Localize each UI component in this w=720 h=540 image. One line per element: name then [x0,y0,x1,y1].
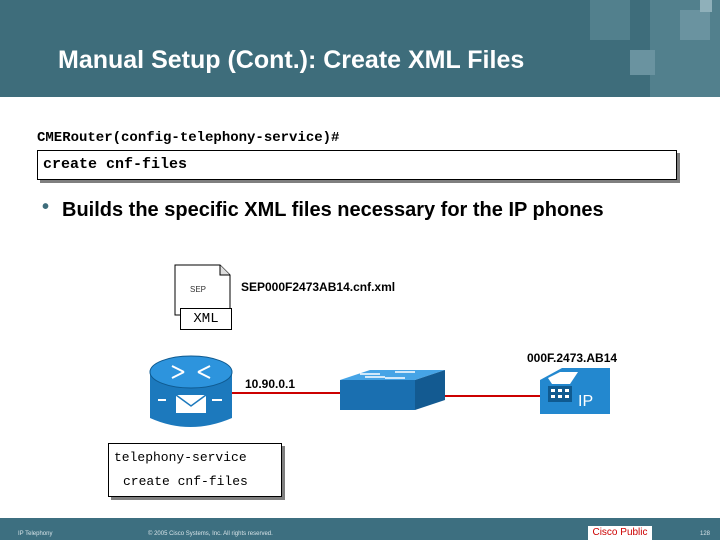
config-box: telephony-service create cnf-files [108,443,282,497]
footer-course: IP Telephony [18,531,53,537]
file-icon-label: SEP [190,285,207,294]
config-line-2: create cnf-files [123,474,248,489]
cli-command: create cnf-files [43,156,188,173]
router-ip-address: 10.90.0.1 [245,377,296,391]
command-box: create cnf-files [37,150,677,180]
switch-icon [340,370,445,410]
router-icon [149,355,233,427]
slide-header: Manual Setup (Cont.): Create XML Files [0,0,720,97]
phone-mac-address: 000F.2473.AB14 [527,351,618,365]
bullet-text: Builds the specific XML files necessary … [62,199,604,221]
config-line-1: telephony-service [114,450,247,465]
slide-footer [0,518,720,540]
ip-phone-icon: IP [540,368,610,414]
config-filename: SEP000F2473AB14.cnf.xml [241,280,396,294]
header-decoration [590,0,720,97]
footer-page-number: 128 [700,531,711,537]
bullet-marker: • [42,196,50,218]
footer-copyright: © 2005 Cisco Systems, Inc. All rights re… [148,531,273,537]
cli-prompt: CMERouter(config-telephony-service)# [37,130,340,146]
slide-title: Manual Setup (Cont.): Create XML Files [58,46,525,74]
xml-tag: XML [180,308,232,330]
footer-classification: Cisco Public [588,526,652,540]
phone-ip-badge: IP [578,393,593,410]
